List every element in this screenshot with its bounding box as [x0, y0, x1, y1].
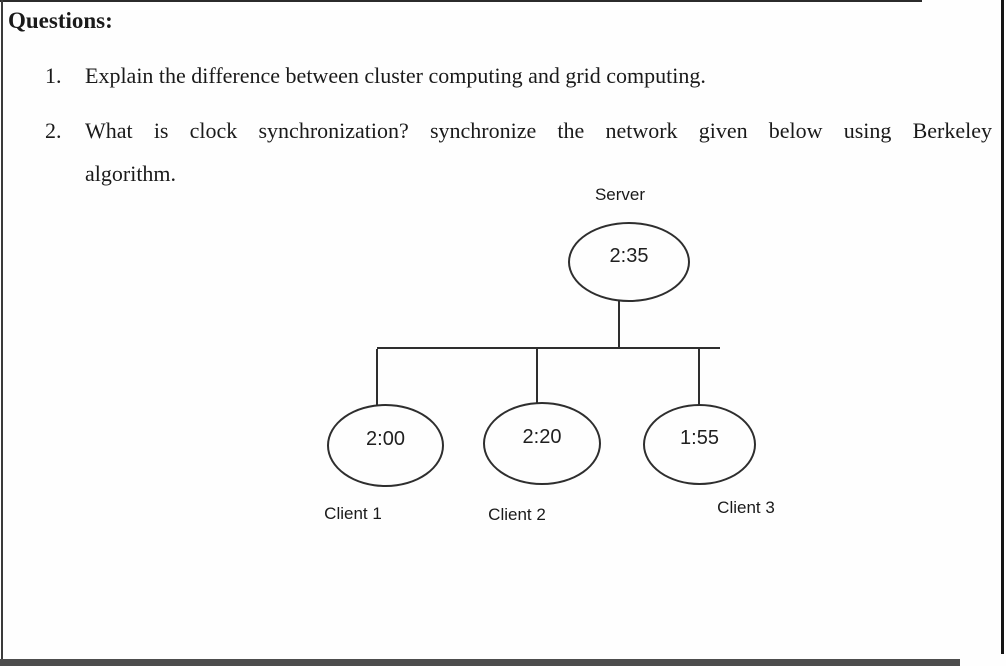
- scan-border-right: [1001, 0, 1004, 654]
- questions-heading: Questions:: [8, 8, 113, 33]
- server-clock-value: 2:35: [609, 244, 649, 267]
- question-2-text-line2: algorithm.: [85, 161, 177, 186]
- scan-border-left: [1, 0, 3, 660]
- client1-clock-value: 2:00: [366, 428, 405, 450]
- scan-border-top: [0, 0, 922, 2]
- scan-border-bottom: [0, 659, 960, 666]
- edge-bus-to-client1: [376, 349, 378, 406]
- edge-bus-to-client2: [536, 349, 538, 404]
- question-2-text-line1: What is clock synchronization? synchroni…: [85, 118, 992, 143]
- edge-bus-line: [377, 347, 720, 349]
- client3-clock-value: 1:55: [680, 427, 719, 449]
- client2-node-ellipse: 2:20: [483, 402, 601, 485]
- client2-clock-value: 2:20: [522, 426, 562, 448]
- client3-node-ellipse: 1:55: [643, 404, 756, 485]
- client1-node-label: Client 1: [324, 504, 382, 523]
- client1-node-ellipse: 2:00: [327, 404, 444, 487]
- question-1-number: 1.: [45, 63, 62, 88]
- edge-bus-to-client3: [698, 349, 700, 405]
- client2-node-label: Client 2: [488, 505, 546, 524]
- server-node-label: Server: [594, 185, 646, 204]
- question-1-text: Explain the difference between cluster c…: [85, 63, 706, 88]
- client3-node-label: Client 3: [717, 498, 775, 517]
- server-node-ellipse: 2:35: [568, 222, 690, 302]
- edge-server-to-bus: [618, 300, 620, 349]
- question-2-number: 2.: [45, 118, 62, 143]
